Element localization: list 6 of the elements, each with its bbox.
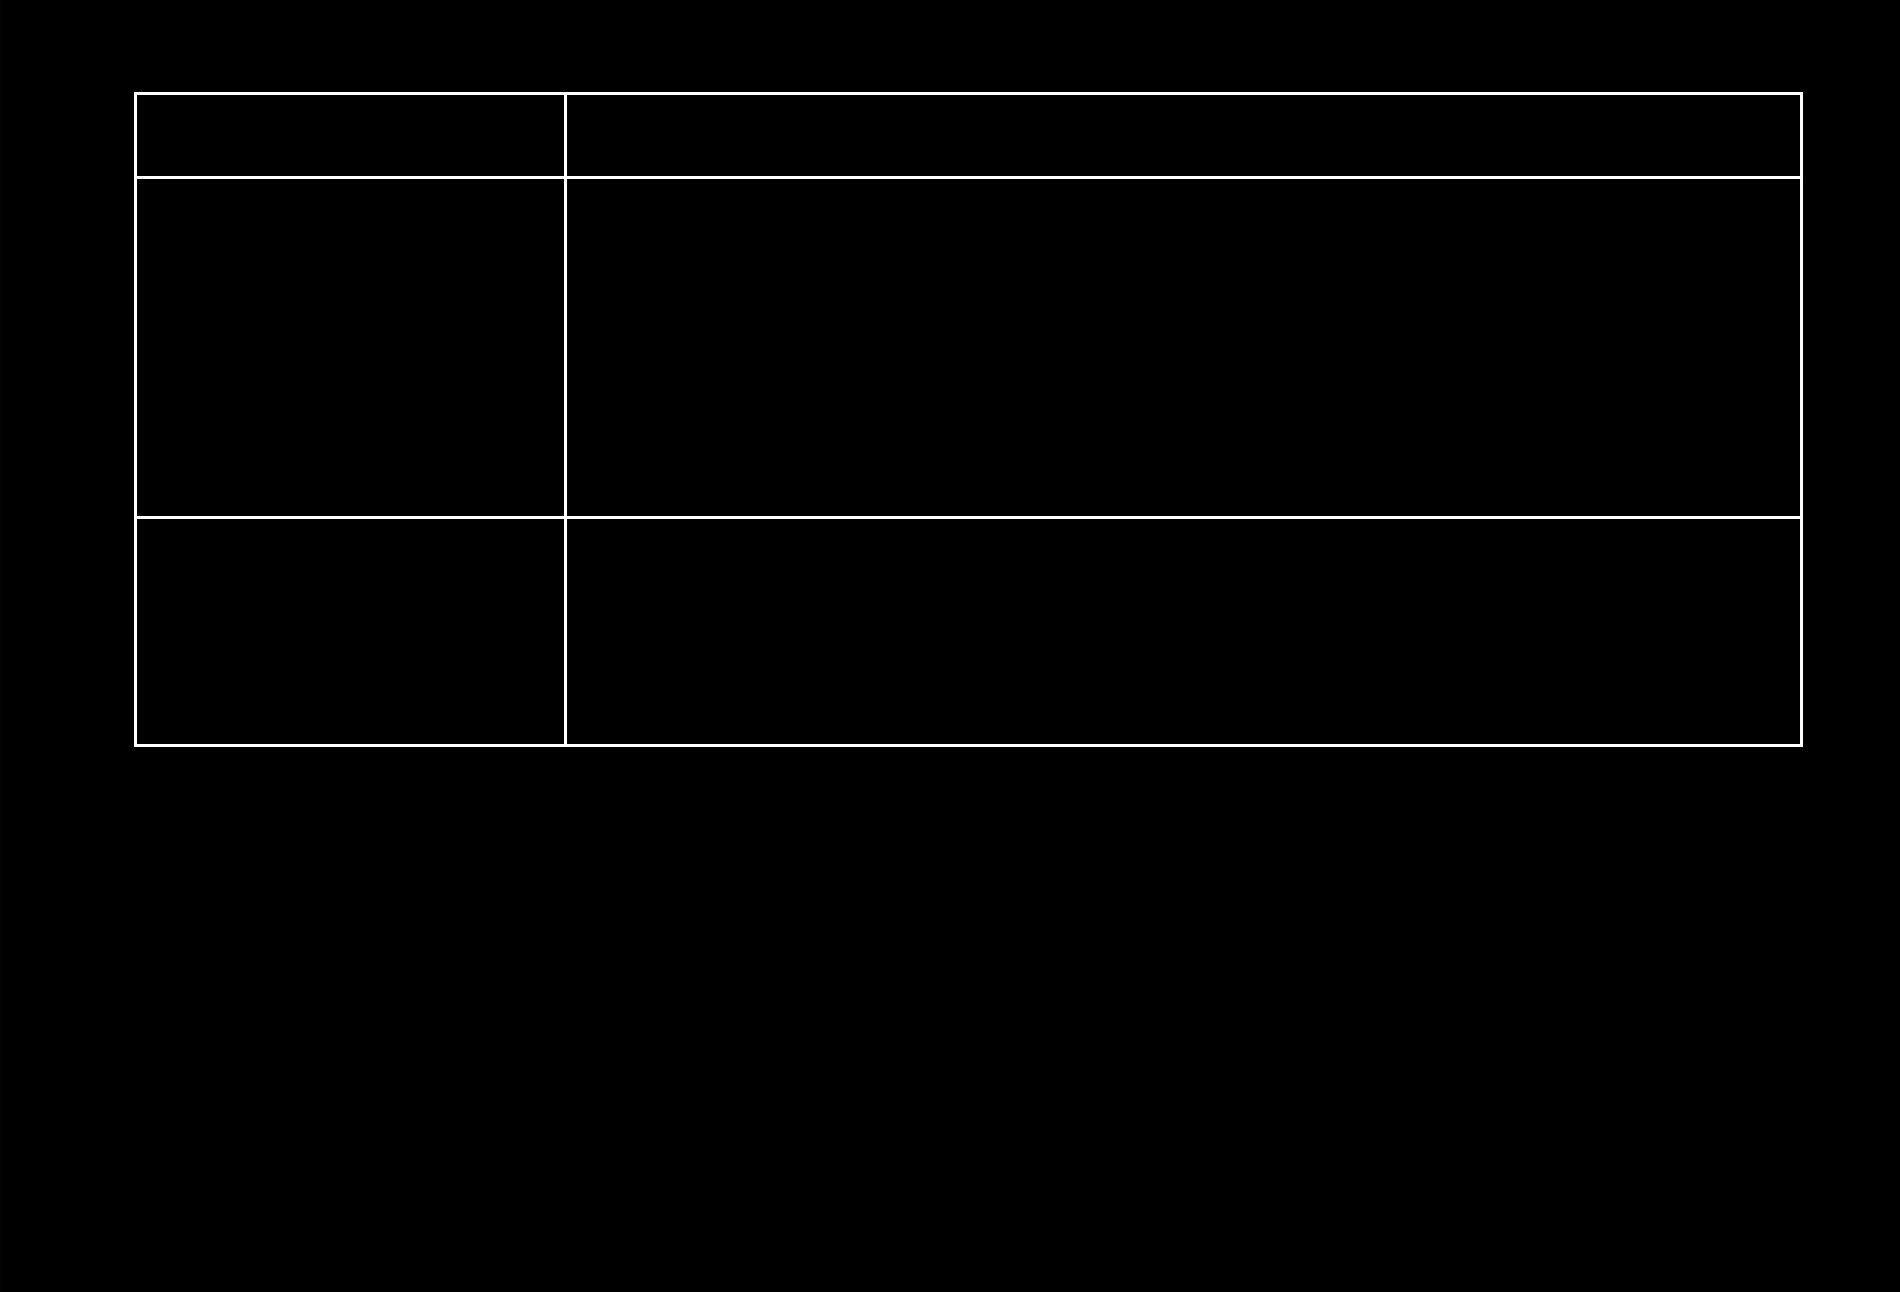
table-cell <box>134 176 567 519</box>
table-cell <box>564 92 1803 179</box>
table-cell <box>564 516 1803 747</box>
table-cell <box>134 92 567 179</box>
table-cell <box>564 176 1803 519</box>
table-cell <box>134 516 567 747</box>
